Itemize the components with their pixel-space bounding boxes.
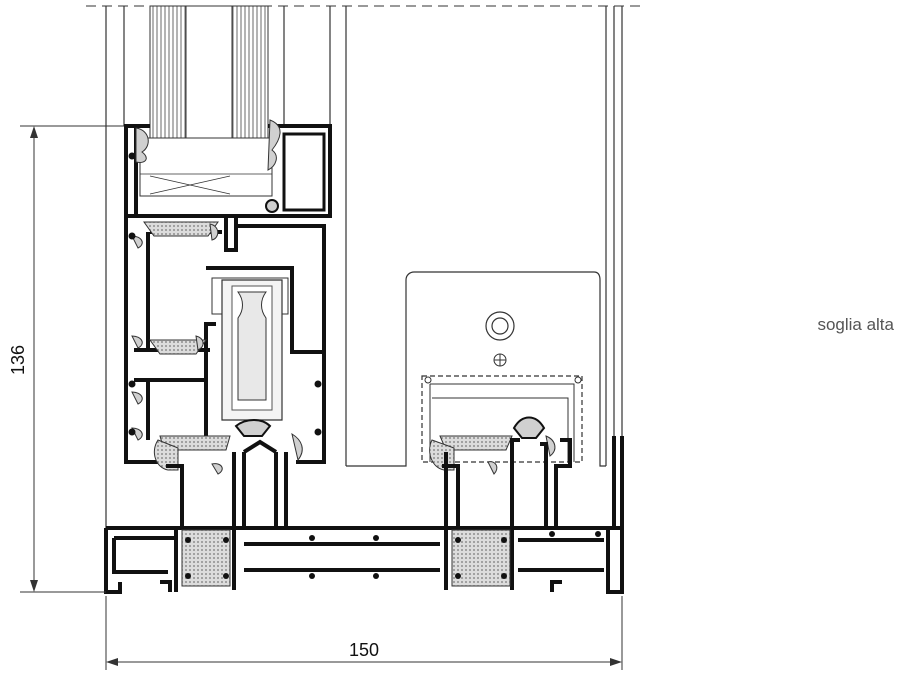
height-dimension: 136: [8, 125, 124, 593]
interlock-profile: [206, 266, 314, 437]
width-dimension-label: 150: [349, 640, 379, 660]
outer-frame-lines: [105, 6, 623, 528]
gasket-top-left: [135, 119, 281, 213]
sash-profile: [124, 124, 332, 218]
width-dimension: 150: [105, 596, 623, 670]
threshold-grooves: [185, 531, 601, 579]
threshold-thermal-breaks: [181, 529, 511, 587]
threshold-base-profile: [104, 526, 624, 594]
height-dimension-label: 136: [8, 345, 28, 375]
lower-sash-rails: [166, 439, 288, 590]
section-label: soglia alta: [817, 315, 894, 334]
screw-dots-left: [128, 152, 322, 436]
thermal-break-left: [143, 221, 231, 471]
glazing-unit: [139, 5, 273, 197]
